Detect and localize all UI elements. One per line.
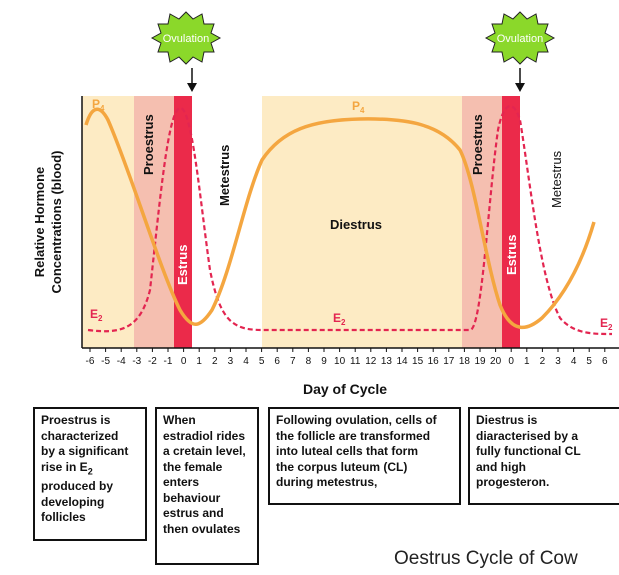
metestrus-label-2: Metestrus	[549, 150, 564, 208]
box-line: developing	[41, 494, 105, 509]
box-line: by a significant	[41, 444, 129, 458]
ovulation-star-icon	[484, 11, 556, 65]
x-tick-label: 0	[181, 356, 187, 367]
x-tick-label: -1	[164, 356, 173, 367]
box-line: progesteron.	[476, 475, 550, 489]
x-tick-label: -5	[101, 356, 110, 367]
x-tick-label: 7	[290, 356, 296, 367]
x-tick-label: 0	[508, 356, 514, 367]
box-line: Diestrus is	[476, 413, 538, 427]
x-tick-label: 15	[412, 356, 424, 367]
box-line: estrus and	[163, 506, 224, 520]
estrus-description-box: When estradiol rides a cretain level, th…	[155, 407, 259, 565]
x-tick-label: 8	[306, 356, 312, 367]
ovulation-marker-2: Ovulation	[484, 11, 556, 92]
x-tick-label: 11	[350, 356, 361, 367]
box-line: When	[163, 413, 196, 427]
e2-label-center: E2	[333, 311, 346, 327]
box-line: and high	[476, 459, 526, 474]
x-axis-title: Day of Cycle	[303, 381, 387, 397]
box-line: diaracterised by a	[476, 428, 579, 443]
phase-band-estrus-2	[502, 96, 520, 348]
x-tick-label: 6	[602, 356, 608, 367]
proestrus-label-1: Proestrus	[141, 114, 156, 175]
estrus-label-1: Estrus	[175, 245, 190, 285]
box-line: behaviour	[163, 490, 221, 505]
x-tick-label: -3	[132, 356, 141, 367]
x-tick-label: 20	[490, 356, 502, 367]
x-tick-label: 19	[474, 356, 486, 367]
e2-label-right: E2	[600, 316, 613, 332]
diagram-title: Oestrus Cycle of Cow	[394, 548, 578, 569]
x-tick-label: 1	[524, 356, 530, 367]
x-tick-label: 10	[334, 356, 346, 367]
diestrus-label: Diestrus	[330, 217, 382, 232]
estrus-label-2: Estrus	[504, 235, 519, 275]
x-tick-label: 9	[321, 356, 327, 367]
phase-band-estrus-1	[174, 96, 192, 348]
ovulation-label-2: Ovulation	[497, 33, 543, 45]
x-tick-label: 12	[365, 356, 377, 367]
x-tick-label: 2	[212, 356, 218, 367]
phase-band-left-light	[82, 96, 134, 348]
x-tick-label: 4	[243, 356, 249, 367]
box-line: the follicle are transformed	[276, 428, 431, 443]
x-tick-label: 18	[459, 356, 471, 367]
ovulation-star-icon	[150, 11, 222, 65]
x-tick-label: 17	[443, 356, 455, 367]
box-line: then ovulates	[163, 521, 241, 536]
box-line: produced by	[41, 479, 114, 494]
e2-curve	[87, 105, 613, 336]
phase-band-diestrus	[262, 96, 462, 348]
proestrus-description-box: Proestrus is characterized by a signific…	[33, 407, 147, 541]
phase-band-proestrus-1	[134, 96, 174, 348]
box-line: enters	[163, 475, 200, 489]
arrow-down-icon	[515, 83, 525, 92]
x-tick-label: 3	[228, 356, 234, 367]
box-line: fully functional CL	[476, 444, 581, 458]
box-line: during metestrus,	[276, 475, 378, 489]
box-line: estradiol rides	[163, 428, 246, 443]
ovulation-marker-1: Ovulation	[150, 11, 222, 92]
x-tick-label: 5	[586, 356, 592, 367]
x-tick-label: -4	[117, 356, 126, 367]
proestrus-label-2: Proestrus	[470, 114, 485, 175]
y-axis-title-line1: Relative Hormone	[32, 167, 47, 278]
metestrus-description-box: Following ovulation, cells of the follic…	[268, 407, 461, 505]
box-line: follicles	[41, 510, 86, 525]
x-tick-label: 13	[381, 356, 393, 367]
box-line: characterized	[41, 428, 119, 443]
p4-label-left: P4	[92, 97, 105, 113]
x-tick-label: 16	[428, 356, 440, 367]
box-line: rise in E2	[41, 459, 93, 476]
diestrus-description-box: Diestrus is diaracterised by a fully fun…	[468, 407, 619, 505]
p4-curve	[84, 107, 596, 330]
e2-label-left: E2	[90, 307, 103, 323]
x-tick-label: 14	[396, 356, 408, 367]
box-line: a cretain level,	[163, 444, 246, 458]
p4-label-center: P4	[352, 99, 365, 115]
x-tick-label: 1	[196, 356, 202, 367]
box-line: Following ovulation, cells of	[276, 413, 437, 427]
ovulation-label-1: Ovulation	[163, 33, 209, 45]
x-tick-label: -2	[148, 356, 157, 367]
y-axis-title-line2: Concentrations (blood)	[49, 151, 64, 294]
x-tick-label: -6	[86, 356, 95, 367]
x-tick-label: 2	[540, 356, 546, 367]
x-tick-label: 5	[259, 356, 265, 367]
x-tick-label: 3	[555, 356, 561, 367]
x-tick-label: 6	[274, 356, 280, 367]
box-line: into luteal cells that form	[276, 444, 419, 458]
metestrus-label-1: Metestrus	[217, 145, 232, 206]
x-tick-label: 4	[571, 356, 577, 367]
box-line: the corpus luteum (CL)	[276, 459, 408, 474]
box-line: the female	[163, 459, 223, 474]
box-line: Proestrus is	[41, 413, 111, 427]
phase-band-proestrus-2	[462, 96, 502, 348]
x-axis-ticks	[89, 348, 606, 352]
arrow-down-icon	[187, 83, 197, 92]
